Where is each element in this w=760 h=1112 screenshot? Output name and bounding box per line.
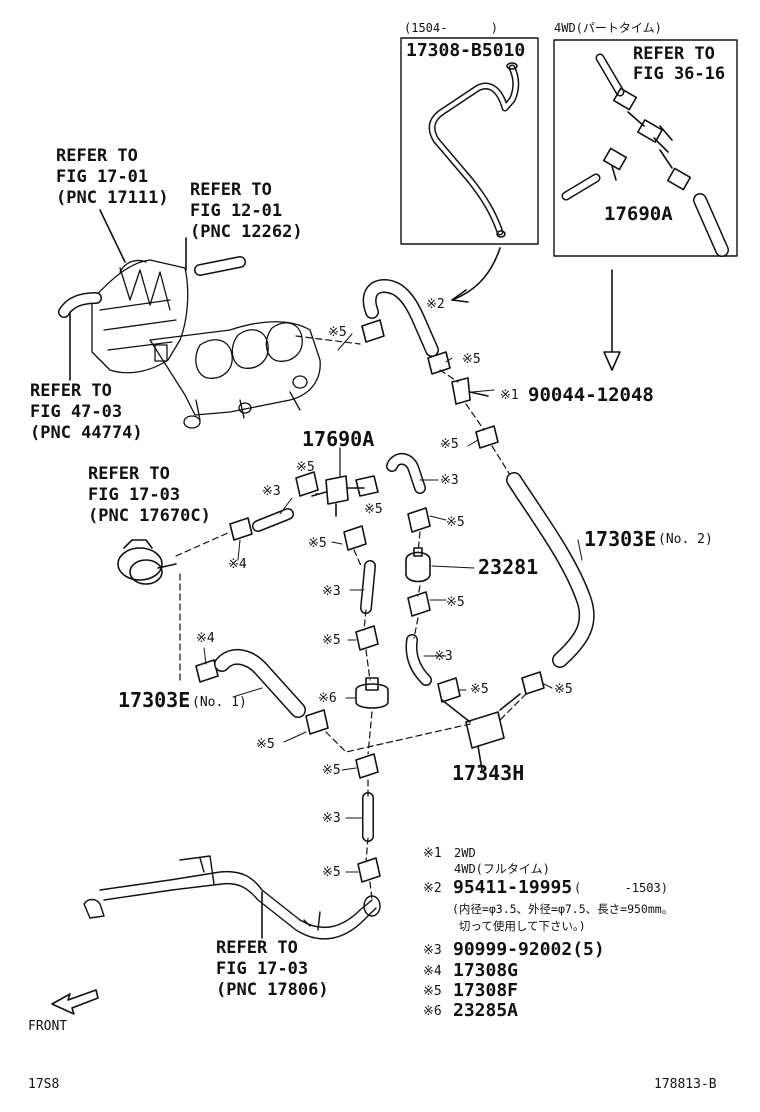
legend-5-code: 17308F — [453, 980, 519, 1001]
legend-2-note-2: 切って使用して下さい。) — [452, 919, 586, 933]
inset-b-part-number: 17690A — [604, 203, 673, 225]
mark-5-clip-i: ※5 — [322, 633, 341, 648]
ref-17111-line3: (PNC 17111) — [56, 188, 169, 208]
front-label: FRONT — [28, 1019, 68, 1034]
part-17303E-no1-note: (No. 1) — [192, 695, 247, 710]
part-90044-12048: 90044-12048 — [528, 384, 654, 406]
inset-a-range-label: (1504- ) — [404, 21, 498, 35]
inset-box-a — [400, 37, 539, 245]
ref-44774-line3: (PNC 44774) — [30, 423, 143, 443]
mark-2-upper-hose: ※2 — [426, 297, 445, 312]
mark-5-clip-k: ※5 — [554, 682, 573, 697]
ref-17670C-line2: FIG 17-03 — [88, 485, 181, 505]
inset-b-assembly — [561, 53, 729, 257]
legend-1-line1: 2WD — [454, 846, 476, 860]
ref-44774-line2: FIG 47-03 — [30, 402, 123, 422]
part-23281: 23281 — [478, 555, 539, 579]
ref-17111-line1: REFER TO — [56, 146, 138, 166]
legend-1-line2: 4WD(フルタイム) — [454, 862, 550, 876]
footer-right-code: 178813-B — [654, 1077, 717, 1092]
legend-6-code: 23285A — [453, 1000, 519, 1021]
legend-2-code: 95411-19995 — [453, 877, 573, 898]
inset-b-title: 4WD(パートタイム) — [554, 21, 662, 35]
legend-2-range: ( -1503) — [574, 881, 668, 895]
mark-3-hose-c: ※3 — [322, 584, 341, 599]
legend-mark-5: ※5 — [423, 984, 442, 999]
mark-5-clip-c: ※5 — [440, 437, 459, 452]
part-17303E-no1: 17303E — [118, 688, 191, 712]
legend-mark-1: ※1 — [423, 846, 442, 861]
ref-17670C-line1: REFER TO — [88, 464, 170, 484]
inset-b-ref-line1: REFER TO — [633, 44, 715, 64]
part-17690A: 17690A — [302, 427, 375, 451]
mark-1-check-valve: ※1 — [500, 388, 519, 403]
fuel-pipe-assembly — [83, 855, 381, 940]
mark-5-clip-n: ※5 — [322, 865, 341, 880]
front-direction-arrow — [51, 989, 99, 1015]
mark-4-clip-a: ※4 — [228, 557, 247, 572]
mark-6-chamber: ※6 — [318, 691, 337, 706]
mark-3-hose-a: ※3 — [440, 473, 459, 488]
ref-17806-line1: REFER TO — [216, 938, 298, 958]
mark-5-clip-m: ※5 — [322, 763, 341, 778]
mark-5-clip-l: ※5 — [256, 737, 275, 752]
mark-4-clip-b: ※4 — [196, 631, 215, 646]
ref-17806-line2: FIG 17-03 — [216, 959, 309, 979]
mark-5-clip-j: ※5 — [470, 682, 489, 697]
legend-4-code: 17308G — [453, 960, 519, 981]
legend-mark-3: ※3 — [423, 943, 442, 958]
part-17303E-no2-note: (No. 2) — [658, 532, 713, 547]
legend-mark-2: ※2 — [423, 881, 442, 896]
mark-5-clip-h: ※5 — [446, 595, 465, 610]
mark-5-clip-g: ※5 — [308, 536, 327, 551]
ref-44774-line1: REFER TO — [30, 381, 112, 401]
inset-a-hose — [428, 62, 520, 238]
inset-box-b — [553, 39, 738, 257]
mark-5-clip-d: ※5 — [296, 460, 315, 475]
footer-left-code: 17S8 — [28, 1077, 60, 1092]
legend-3-code: 90999-92002(5) — [453, 939, 605, 960]
legend-2-note-1: (内径=φ3.5、外径=φ7.5、長さ=950mm。 — [452, 902, 674, 916]
ref-12262-line2: FIG 12-01 — [190, 201, 283, 221]
mark-5-clip-b: ※5 — [462, 352, 481, 367]
mark-3-hose-d: ※3 — [434, 649, 453, 664]
inset-a-arrow — [451, 247, 501, 301]
intake-manifold-drawing — [91, 259, 321, 429]
mark-3-hose-e: ※3 — [322, 811, 341, 826]
inset-b-ref-line2: FIG 36-16 — [633, 64, 726, 84]
part-17343H: 17343H — [452, 761, 525, 785]
legend-mark-6: ※6 — [423, 1004, 442, 1019]
mark-5-clip-e: ※5 — [364, 502, 383, 517]
mark-3-hose-b: ※3 — [262, 484, 281, 499]
mark-5-clip-f: ※5 — [446, 515, 465, 530]
vacuum-valve-17670C — [117, 539, 177, 585]
ref-17806-line3: (PNC 17806) — [216, 980, 329, 1000]
part-17303E-no2: 17303E — [584, 527, 657, 551]
legend-mark-4: ※4 — [423, 964, 442, 979]
ref-17670C-line3: (PNC 17670C) — [88, 506, 211, 526]
ref-12262-line3: (PNC 12262) — [190, 222, 303, 242]
ref-12262-line1: REFER TO — [190, 180, 272, 200]
ref-17111-line2: FIG 17-01 — [56, 167, 149, 187]
inset-a-part-number: 17308-B5010 — [406, 40, 526, 61]
mark-5-clip-a: ※5 — [328, 325, 347, 340]
